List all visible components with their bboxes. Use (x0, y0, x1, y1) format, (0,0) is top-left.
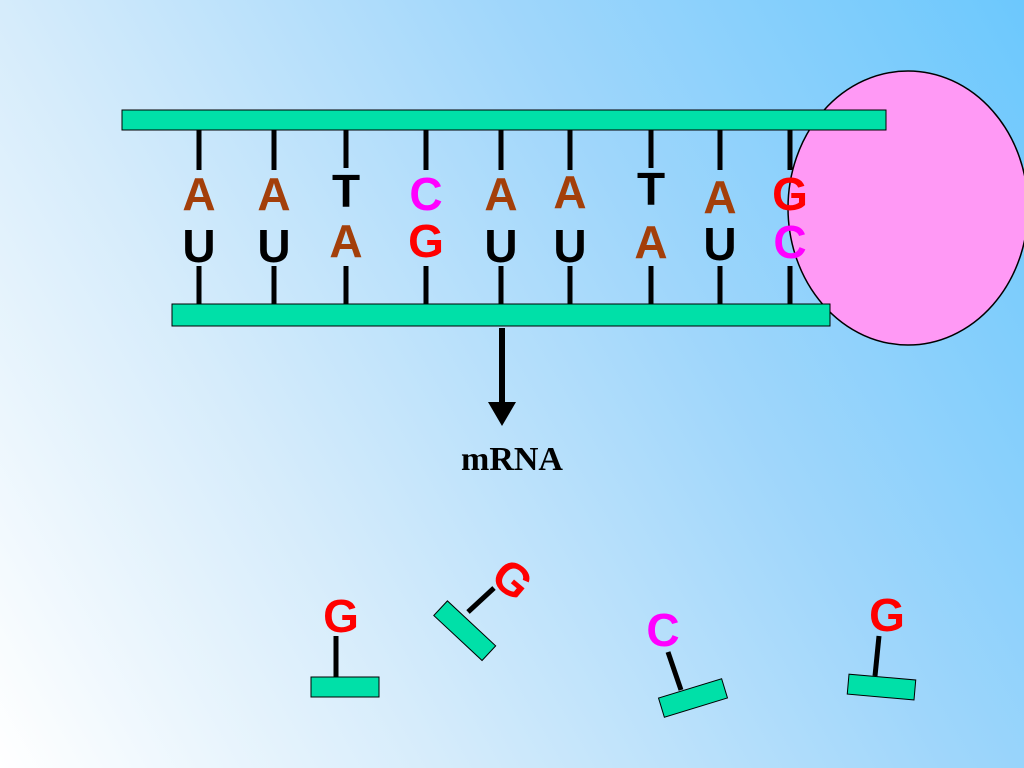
base-pair-bonds (196, 128, 793, 306)
free-nucleotide: G (310, 590, 380, 698)
arrow-down-icon (488, 402, 516, 426)
free-nucleotide-base: G (323, 590, 359, 642)
mrna-base: C (773, 216, 806, 268)
dna-base: T (637, 163, 665, 215)
mrna-base: U (182, 220, 215, 272)
free-nucleotide-base: C (646, 604, 679, 656)
free-nucleotide: C (646, 604, 729, 718)
mrna-base: A (634, 216, 667, 268)
dna-base: A (553, 166, 586, 218)
mrna-base: G (408, 215, 444, 267)
mrna-base: U (484, 220, 517, 272)
mrna-base: U (703, 218, 736, 270)
dna-base: A (257, 168, 290, 220)
dna-base: T (332, 165, 360, 217)
mrna-label: mRNA (461, 441, 563, 478)
dna-strand (121, 109, 887, 131)
mrna-base: A (329, 215, 362, 267)
free-nucleotide-base: G (482, 548, 543, 611)
dna-base: A (484, 168, 517, 220)
free-nucleotide: G (846, 589, 917, 701)
free-nucleotide-base: G (869, 589, 905, 641)
dna-base: A (182, 168, 215, 220)
mrna-base: U (553, 220, 586, 272)
free-nucleotide: G (433, 548, 543, 662)
mrna-strand (171, 303, 831, 327)
dna-base: A (703, 171, 736, 223)
rna-polymerase (787, 70, 1024, 346)
dna-base: G (772, 168, 808, 220)
mrna-base: U (257, 220, 290, 272)
dna-base: C (409, 168, 442, 220)
